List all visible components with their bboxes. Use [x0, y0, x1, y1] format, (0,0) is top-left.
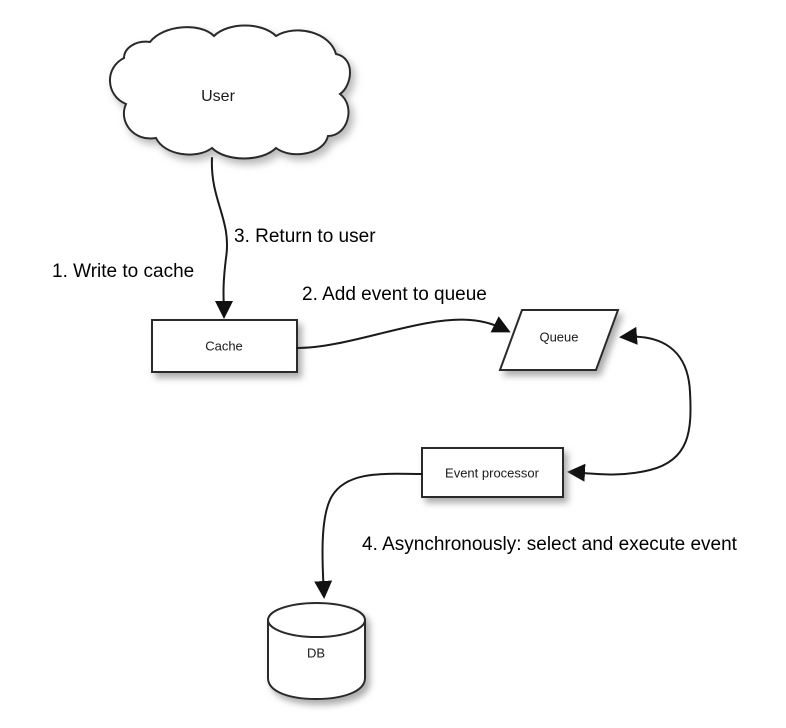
edge-user-to-cache[interactable] — [210, 157, 233, 319]
node-cache-label: Cache — [205, 338, 243, 353]
edge-queue-event-processor-loop[interactable] — [567, 326, 692, 482]
node-cache[interactable]: Cache — [151, 319, 298, 373]
node-event-processor[interactable]: Event processor — [421, 447, 564, 498]
edge-event-processor-to-db[interactable] — [314, 472, 423, 599]
step-label-3: 3. Return to user — [234, 226, 376, 247]
node-user-label: User — [201, 88, 235, 105]
node-db-label: DB — [307, 645, 325, 660]
edge-cache-to-queue[interactable] — [296, 316, 511, 349]
step-label-4: 4. Asynchronously: select and execute ev… — [362, 534, 738, 555]
step-label-1: 1. Write to cache — [52, 261, 194, 282]
node-event-processor-label: Event processor — [445, 465, 540, 480]
node-queue-label: Queue — [539, 329, 578, 344]
node-queue[interactable]: Queue — [498, 309, 620, 371]
step-label-2: 2. Add event to queue — [302, 284, 487, 305]
node-user[interactable]: User — [109, 24, 351, 160]
node-db[interactable]: DB — [267, 602, 366, 701]
